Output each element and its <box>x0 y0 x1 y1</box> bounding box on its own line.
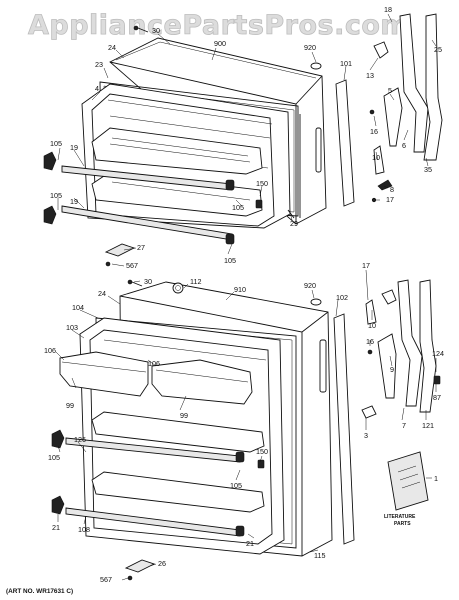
upper-hinge-parts <box>369 13 443 203</box>
callout-7: 7 <box>402 421 406 430</box>
callout-29: 29 <box>290 219 298 228</box>
callout-87: 87 <box>433 393 441 402</box>
literature-parts-booklet: LITERATURE PARTS <box>384 451 429 527</box>
callout-920-bot: 920 <box>304 281 316 290</box>
callout-567-bot: 567 <box>100 575 112 584</box>
callout-25: 25 <box>434 45 442 54</box>
callout-4: 4 <box>95 84 99 93</box>
callout-115: 115 <box>314 551 325 560</box>
callout-126: 126 <box>74 435 86 444</box>
callout-35: 35 <box>424 165 432 174</box>
callout-10-top: 10 <box>372 153 380 162</box>
callout-101: 101 <box>340 59 352 68</box>
fresh-food-door-assembly <box>51 279 333 581</box>
callout-567-top: 567 <box>126 261 138 270</box>
callout-920-top: 920 <box>304 43 316 52</box>
callout-24-top: 24 <box>108 43 116 52</box>
art-number: (ART NO. WR17631 C) <box>6 588 73 595</box>
callout-17-bot: 17 <box>362 261 370 270</box>
watermark-text: AppliancePartsPros.com <box>28 10 409 41</box>
callout-30-bot: 30 <box>144 277 152 286</box>
freezer-door-assembly <box>43 25 327 267</box>
callout-23: 23 <box>95 60 103 69</box>
callout-27: 27 <box>137 243 145 252</box>
callout-99-a: 99 <box>66 401 74 410</box>
callout-19-a: 19 <box>70 143 78 152</box>
callout-8: 8 <box>390 185 394 194</box>
breaker-strip-102 <box>333 313 355 545</box>
callout-9: 9 <box>390 365 394 374</box>
callout-108: 108 <box>78 525 90 534</box>
callout-16-top: 16 <box>370 127 378 136</box>
callout-104: 104 <box>72 303 84 312</box>
breaker-strip-101 <box>335 79 355 207</box>
lower-hinge-parts <box>361 279 441 419</box>
callout-5: 5 <box>388 86 392 95</box>
callout-21-a: 21 <box>52 523 60 532</box>
callout-105-a: 105 <box>50 139 62 148</box>
callout-105-b: 105 <box>50 191 62 200</box>
callout-16-bot: 16 <box>366 337 374 346</box>
callout-19-b: 19 <box>70 197 78 206</box>
callout-1: 1 <box>434 474 438 483</box>
callout-18: 18 <box>384 5 392 14</box>
callout-26: 26 <box>158 559 166 568</box>
callout-150-top: 150 <box>256 179 268 188</box>
callout-105-f: 105 <box>230 481 242 490</box>
callout-150-bot: 150 <box>256 447 268 456</box>
callout-3: 3 <box>364 431 368 440</box>
callout-24-bot: 24 <box>98 289 106 298</box>
callout-105-c: 105 <box>232 203 244 212</box>
callout-124: 124 <box>432 349 444 358</box>
literature-label-line2: PARTS <box>394 521 411 527</box>
part-callouts: 18 30 900 920 25 24 23 13 101 4 5 16 6 1… <box>44 5 444 584</box>
leader-lines <box>55 13 437 581</box>
callout-106-b: 106 <box>148 359 160 368</box>
callout-6: 6 <box>402 141 406 150</box>
callout-121: 121 <box>422 421 434 430</box>
callout-30-top: 30 <box>152 26 160 35</box>
callout-103: 103 <box>66 323 78 332</box>
callout-17-top: 17 <box>386 195 394 204</box>
callout-10-bot: 10 <box>368 321 376 330</box>
callout-106-a: 106 <box>44 346 56 355</box>
callout-105-d: 105 <box>224 256 236 265</box>
callout-21-b: 21 <box>246 539 254 548</box>
literature-label-line1: LITERATURE <box>384 514 416 520</box>
callout-99-b: 99 <box>180 411 188 420</box>
callout-112: 112 <box>190 277 201 286</box>
callout-900: 900 <box>214 39 226 48</box>
callout-102: 102 <box>336 293 348 302</box>
callout-910: 910 <box>234 285 246 294</box>
callout-105-e: 105 <box>48 453 60 462</box>
callout-13: 13 <box>366 71 374 80</box>
